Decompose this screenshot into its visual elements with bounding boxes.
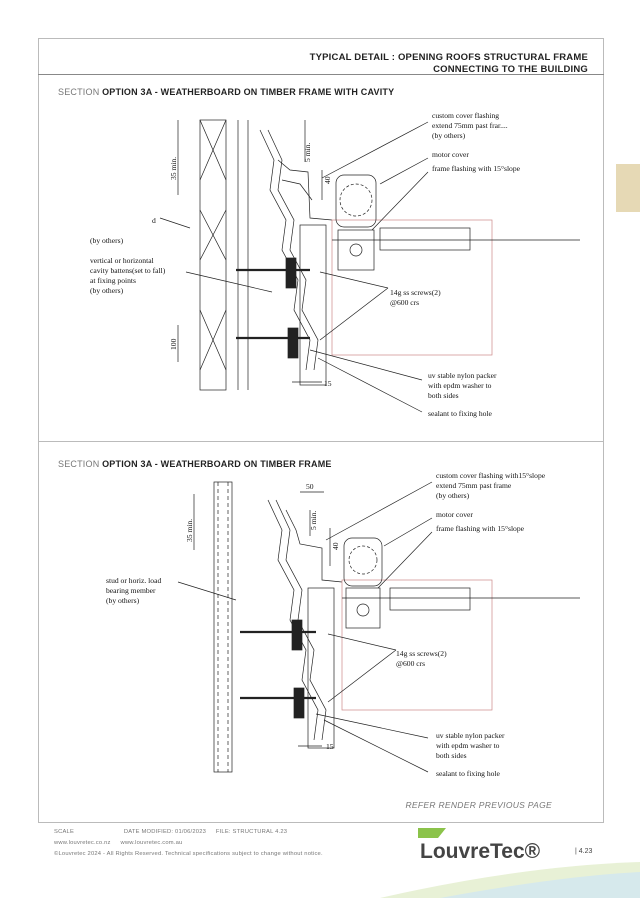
page-title: TYPICAL DETAIL : OPENING ROOFS STRUCTURA…	[310, 52, 588, 76]
footer-web-au[interactable]: www.louvretec.com.au	[120, 840, 183, 846]
s1-packer-2: with epdm washer to	[428, 381, 492, 390]
section1-title: OPTION 3A - WEATHERBOARD ON TIMBER FRAME…	[102, 87, 395, 97]
s1-packer-1: uv stable nylon packer	[428, 371, 497, 380]
s2-packer-2: with epdm washer to	[436, 741, 500, 750]
s1-cover-flashing-2: extend 75mm past frar....	[432, 121, 508, 130]
s1-packer-3: both sides	[428, 391, 459, 400]
footer-swoosh	[380, 862, 640, 898]
section1-prefix: SECTION	[58, 87, 103, 97]
footer-scale: SCALE	[54, 829, 75, 835]
section1-drawing: custom cover flashing extend 75mm past f…	[90, 111, 580, 418]
s2-dim-50: 50	[306, 482, 314, 491]
s2-frame-flashing: frame flashing with 15°slope	[436, 524, 525, 533]
section-tab	[616, 164, 640, 212]
s1-screws-2: @600 crs	[390, 298, 419, 307]
s2-stud-2: bearing member	[106, 586, 156, 595]
louvretec-logo: LouvreTec®	[418, 828, 541, 862]
s2-cover-flashing-3: (by others)	[436, 491, 470, 500]
section2-drawing: custom cover flashing with15°slope exten…	[106, 471, 580, 778]
s2-cover-flashing-2: extend 75mm past frame	[436, 481, 512, 490]
logo-mark-icon	[418, 828, 446, 838]
s2-dim-15: 15	[326, 742, 334, 751]
footer-file: FILE: STRUCTURAL 4.23	[215, 829, 288, 835]
title-line-2: CONNECTING TO THE BUILDING	[433, 64, 588, 75]
s1-by-others: (by others)	[90, 236, 124, 245]
s1-sealant: sealant to fixing hole	[428, 409, 493, 418]
s1-battens-2: cavity battens(set to fall)	[90, 266, 166, 275]
detail-frame-bottom	[38, 441, 604, 823]
s1-screws-1: 14g ss screws(2)	[390, 288, 441, 297]
s2-cover-flashing-1: custom cover flashing with15°slope	[436, 471, 546, 480]
s1-cover-flashing-3: (by others)	[432, 131, 466, 140]
s2-packer-1: uv stable nylon packer	[436, 731, 505, 740]
s1-dim-15: 15	[324, 379, 332, 388]
s2-dim-40: 40	[331, 542, 340, 550]
s2-motor-cover: motor cover	[436, 510, 473, 519]
s1-dim-35: 35 min.	[169, 157, 178, 180]
s1-d: d	[152, 216, 156, 225]
footer-web-nz[interactable]: www.louvretec.co.nz	[54, 840, 111, 846]
s1-cover-flashing-1: custom cover flashing	[432, 111, 499, 120]
section2-heading: SECTION OPTION 3A - WEATHERBOARD ON TIMB…	[58, 459, 332, 469]
s2-stud-3: (by others)	[106, 596, 140, 605]
s1-dim-5: 5 min.	[303, 142, 312, 162]
refer-note: REFER RENDER PREVIOUS PAGE	[405, 800, 552, 810]
s1-battens-4: (by others)	[90, 286, 124, 295]
footer-row-2: www.louvretec.co.nz www.louvretec.com.au	[54, 840, 182, 846]
section2-prefix: SECTION	[58, 459, 103, 469]
page-number: | 4.23	[575, 848, 593, 855]
footer-copyright: ©Louvretec 2024 - All Rights Reserved. T…	[54, 851, 323, 857]
s1-battens-1: vertical or horizontal	[90, 256, 154, 265]
footer-date: DATE MODIFIED: 01/06/2023	[123, 829, 207, 835]
header-divider	[38, 74, 604, 75]
s1-dim-100: 100	[169, 338, 178, 350]
logo-text: LouvreTec®	[420, 840, 541, 862]
s2-packer-3: both sides	[436, 751, 467, 760]
detail-frame-top	[38, 38, 604, 442]
footer-row-1: SCALE DATE MODIFIED: 01/06/2023 FILE: ST…	[54, 829, 287, 835]
s2-sealant: sealant to fixing hole	[436, 769, 501, 778]
title-line-1: TYPICAL DETAIL : OPENING ROOFS STRUCTURA…	[309, 52, 588, 63]
s2-stud-1: stud or horiz. load	[106, 576, 161, 585]
s1-frame-flashing: frame flashing with 15°slope	[432, 164, 521, 173]
s2-screws-1: 14g ss screws(2)	[396, 649, 447, 658]
s1-stud	[199, 119, 227, 391]
section2-title: OPTION 3A - WEATHERBOARD ON TIMBER FRAME	[102, 459, 332, 469]
s2-dim-35: 35 min.	[185, 519, 194, 542]
s2-dim-5: 5 min.	[309, 510, 318, 530]
s1-dim-40: 40	[323, 176, 332, 184]
s1-battens-3: at fixing points	[90, 276, 136, 285]
section1-heading: SECTION OPTION 3A - WEATHERBOARD ON TIMB…	[58, 87, 394, 97]
s2-screws-2: @600 crs	[396, 659, 425, 668]
s1-motor-cover: motor cover	[432, 150, 469, 159]
